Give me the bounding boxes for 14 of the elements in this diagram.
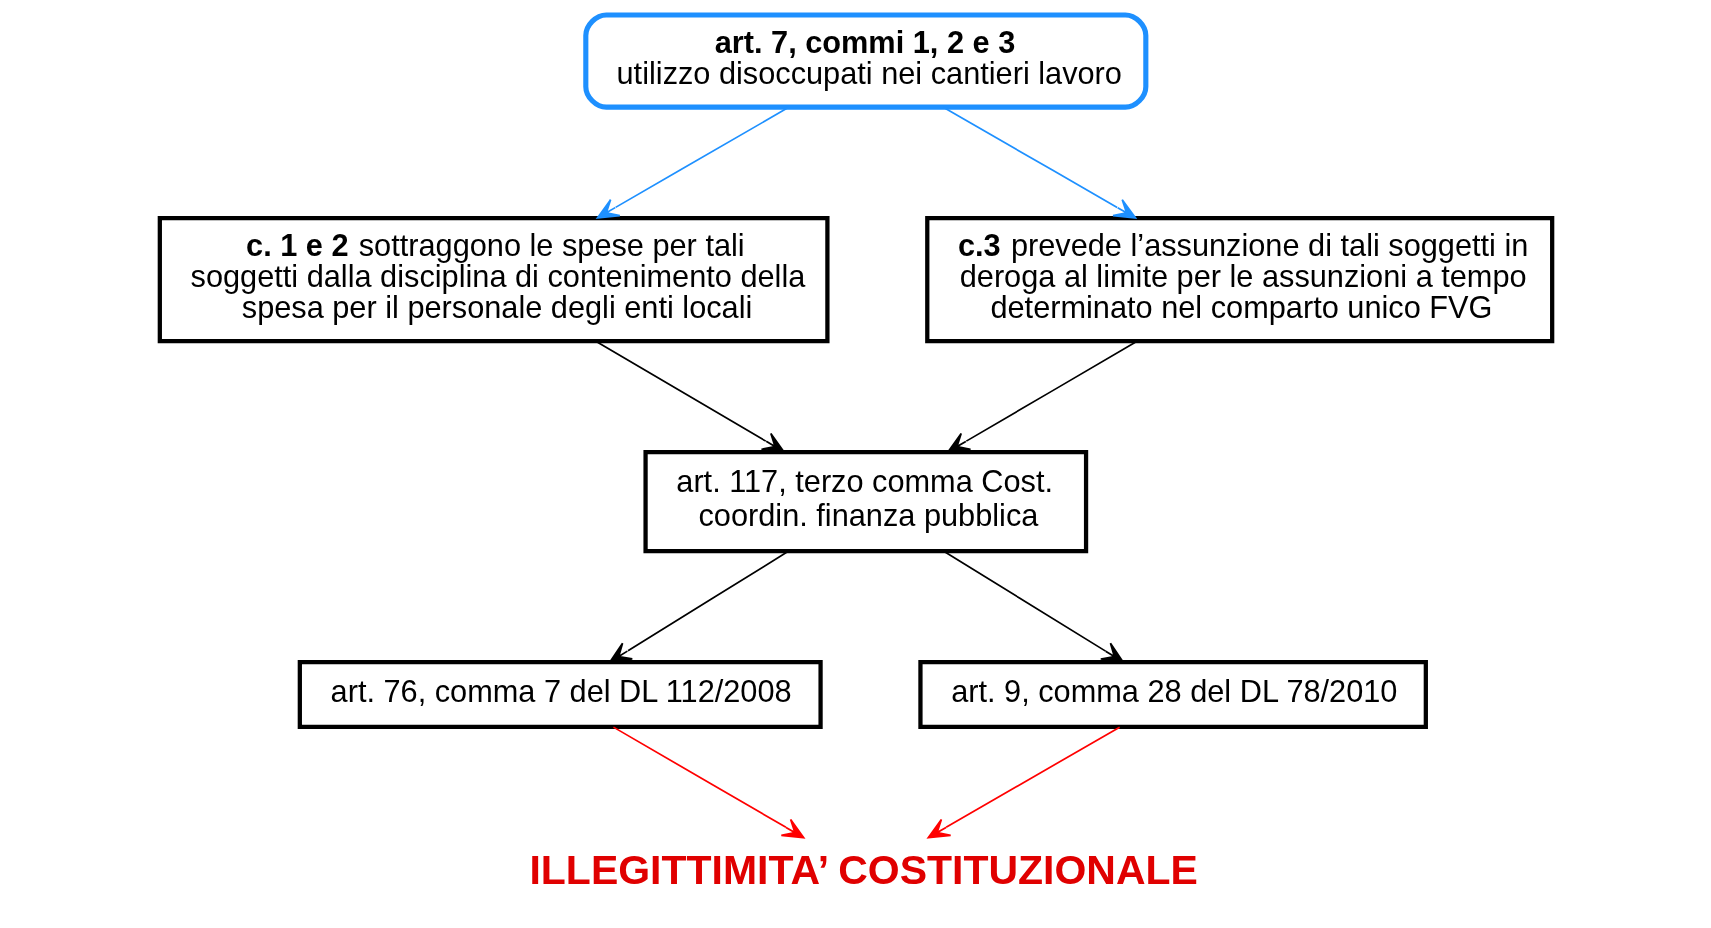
arrow <box>946 340 1138 453</box>
node-box: art. 7, commi 1, 2 e 3 utilizzo disoccupati nei cantieri lavoro <box>582 12 1148 110</box>
node-text: ILLEGITTIMITA’ COSTITUZIONALE <box>528 847 1198 894</box>
node-box: c. 1 e 2 sottraggono le spese per tali soggetti dalla disciplina di contenimento della spesa per il personale degli enti locali <box>157 216 830 344</box>
arrow <box>594 340 785 453</box>
node-box: art. 117, terzo comma Cost. coordin. finanza pubblica <box>642 449 1088 554</box>
arrow <box>612 726 805 839</box>
arrow <box>942 550 1124 663</box>
node-box: art. 76, comma 7 del DL 112/2008 <box>297 659 823 730</box>
node-box: c.3 prevede l’assunzione di tali soggetti in deroga al limite per le assunzioni a tempo determinato nel comparto unico FVG <box>924 216 1554 344</box>
node-box: art. 9, comma 28 del DL 78/2010 <box>917 659 1428 730</box>
arrow <box>596 106 790 219</box>
arrow <box>926 726 1120 839</box>
arrow <box>608 550 790 663</box>
